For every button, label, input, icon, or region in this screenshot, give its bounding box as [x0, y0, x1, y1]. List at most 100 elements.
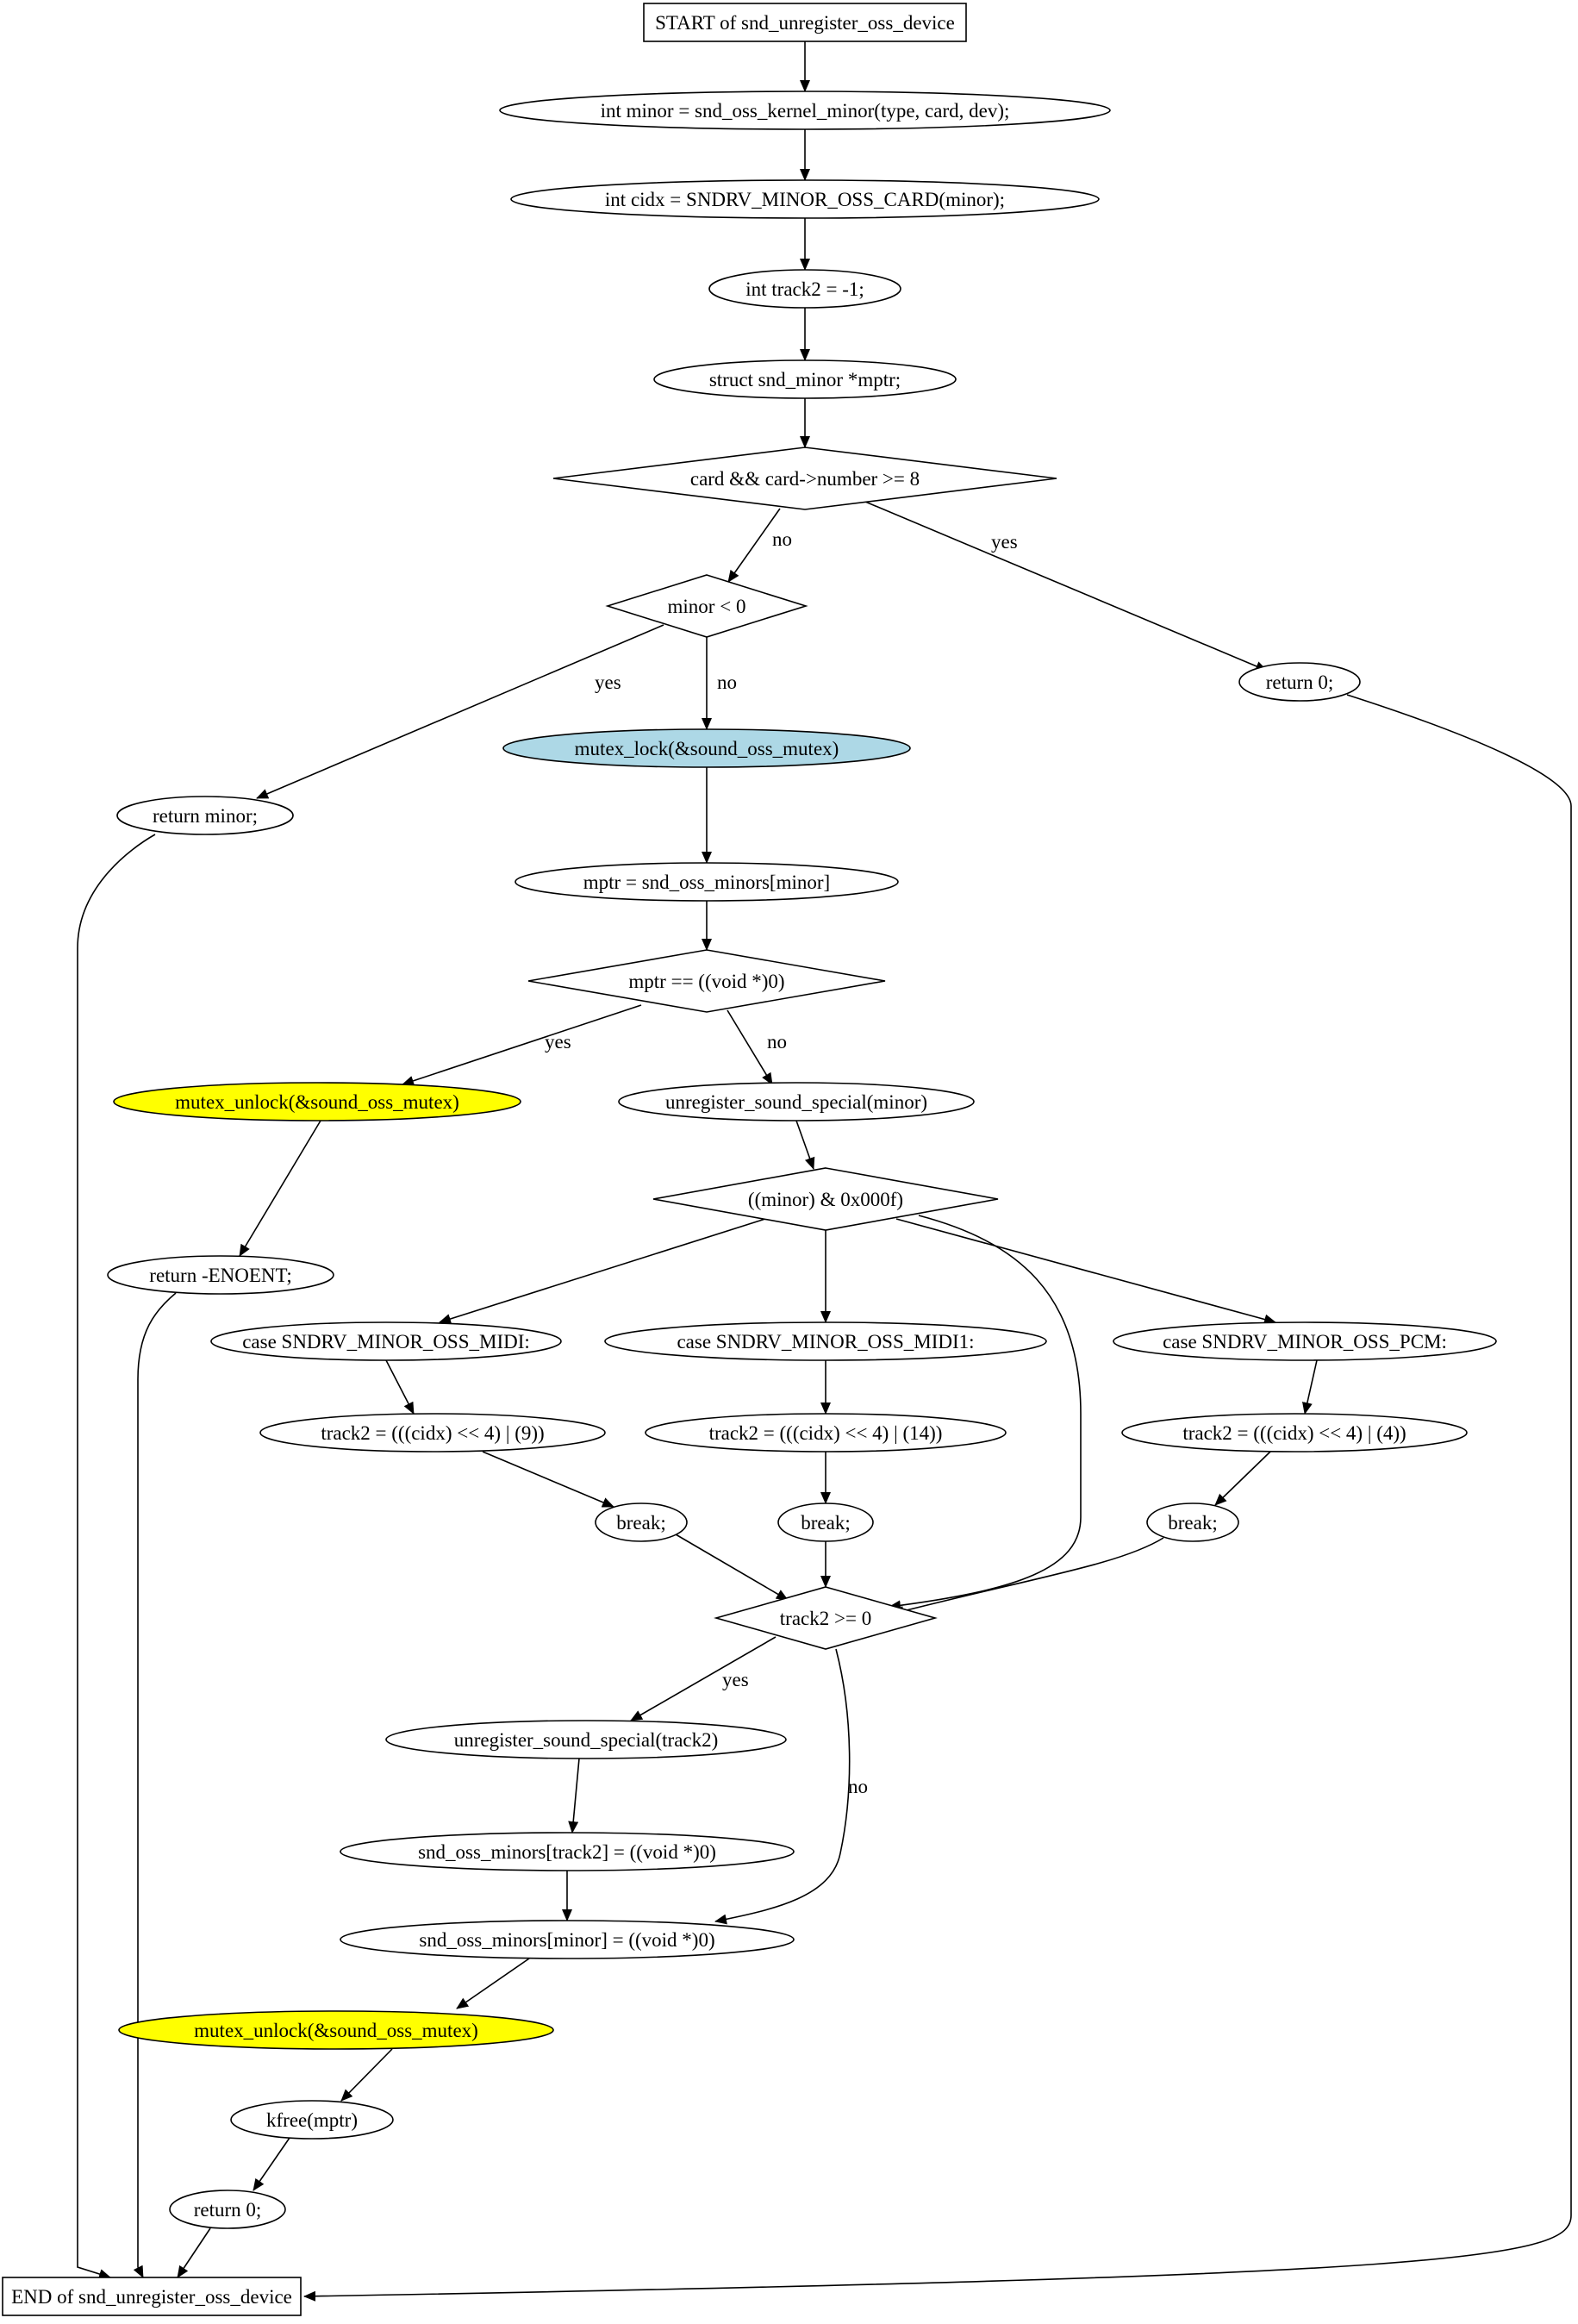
- node-diamond-mptr-void-0: mptr == ((void *)0): [527, 949, 886, 1013]
- ellipse-shape: [499, 91, 1111, 130]
- edge-label-no: no: [848, 1776, 868, 1797]
- node-ellipse-case-sndrv-minor-oss-pcm: case SNDRV_MINOR_OSS_PCM:: [1113, 1321, 1497, 1361]
- node-ellipse-break: break;: [777, 1502, 874, 1542]
- edge-label-no: no: [717, 672, 737, 693]
- diamond-shape: [527, 949, 886, 1013]
- edge-n7-to-unl2: [456, 1958, 530, 2009]
- node-ellipse-case-sndrv-minor-oss-midi1: case SNDRV_MINOR_OSS_MIDI1:: [604, 1321, 1047, 1361]
- node-ellipse-mutex-lock-sound-oss-mutex: mutex_lock(&sound_oss_mutex): [502, 728, 911, 768]
- node-label: unregister_sound_special(track2): [454, 1729, 719, 1751]
- edge-d4-to-c3: [895, 1218, 1276, 1325]
- node-ellipse-unregister-sound-special-track2: unregister_sound_special(track2): [385, 1720, 787, 1759]
- edge-r0b-to-end: [177, 2227, 211, 2278]
- edge-label-no: no: [767, 1031, 787, 1053]
- ellipse-shape: [340, 1920, 795, 1959]
- node-ellipse-unregister-sound-special-minor: unregister_sound_special(minor): [618, 1082, 975, 1121]
- edge-c1-to-t1: [385, 1359, 415, 1415]
- node-ellipse-struct-snd-minor-mptr: struct snd_minor *mptr;: [653, 359, 957, 399]
- ellipse-shape: [510, 179, 1100, 219]
- node-label: minor < 0: [668, 596, 746, 617]
- node-ellipse-break: break;: [595, 1502, 688, 1542]
- edge-d1-to-d2: [727, 508, 781, 583]
- node-ellipse-snd-oss-minors-minor-void-0: snd_oss_minors[minor] = ((void *)0): [340, 1920, 795, 1959]
- edge-label-yes: yes: [722, 1669, 749, 1690]
- node-ellipse-mptr-snd-oss-minors-minor: mptr = snd_oss_minors[minor]: [515, 862, 899, 902]
- node-ellipse-return-minor: return minor;: [116, 796, 294, 835]
- diamond-shape: [652, 1167, 999, 1231]
- ellipse-shape: [1146, 1502, 1239, 1542]
- node-label: mptr = snd_oss_minors[minor]: [583, 872, 830, 893]
- ellipse-shape: [385, 1720, 787, 1759]
- edge-unreg2-to-n6: [568, 1758, 580, 1834]
- node-label: break;: [616, 1512, 665, 1534]
- node-label: track2 = (((cidx) << 4) | (14)): [709, 1422, 943, 1444]
- ellipse-shape: [595, 1502, 688, 1542]
- edge-t3-to-b3: [1214, 1451, 1271, 1506]
- ellipse-shape: [1113, 1321, 1497, 1361]
- ellipse-shape: [169, 2190, 286, 2229]
- edge-unreg1-to-d4: [795, 1120, 815, 1170]
- node-label: snd_oss_minors[minor] = ((void *)0): [419, 1929, 714, 1951]
- node-label: int minor = snd_oss_kernel_minor(type, c…: [601, 100, 1010, 122]
- node-diamond-minor-0: minor < 0: [605, 574, 808, 638]
- edge-b1-to-d5: [675, 1534, 789, 1601]
- node-label: track2 = (((cidx) << 4) | (4)): [1182, 1422, 1406, 1444]
- diamond-shape: [552, 447, 1057, 510]
- node-label: struct snd_minor *mptr;: [709, 369, 901, 390]
- node-ellipse-break: break;: [1146, 1502, 1239, 1542]
- node-ellipse-return-enoent: return -ENOENT;: [107, 1255, 334, 1295]
- node-label: int cidx = SNDRV_MINOR_OSS_CARD(minor);: [605, 189, 1005, 210]
- edge-d3-to-unreg1: [727, 1009, 773, 1085]
- node-ellipse-snd-oss-minors-track2-void-0: snd_oss_minors[track2] = ((void *)0): [340, 1832, 795, 1871]
- edge-unl1-to-renoent: [239, 1120, 321, 1257]
- node-ellipse-track2-cidx-4-14: track2 = (((cidx) << 4) | (14)): [645, 1413, 1007, 1452]
- node-diamond-minor-0x000f: ((minor) & 0x000f): [652, 1167, 999, 1231]
- edge-b3-to-d5: [892, 1537, 1164, 1616]
- node-label: card && card->number >= 8: [690, 468, 920, 490]
- node-label: mutex_unlock(&sound_oss_mutex): [175, 1091, 459, 1113]
- node-label: START of snd_unregister_oss_device: [655, 12, 955, 34]
- node-label: snd_oss_minors[track2] = ((void *)0): [418, 1841, 716, 1863]
- box-shape: [643, 3, 967, 42]
- ellipse-shape: [618, 1082, 975, 1121]
- node-label: mutex_lock(&sound_oss_mutex): [575, 738, 839, 759]
- edge-unl2-to-kfree: [340, 2048, 393, 2102]
- ellipse-shape: [118, 2010, 554, 2050]
- node-label: kfree(mptr): [266, 2109, 358, 2131]
- node-ellipse-int-cidx-sndrv-minor-oss-card-minor: int cidx = SNDRV_MINOR_OSS_CARD(minor);: [510, 179, 1100, 219]
- node-ellipse-mutex-unlock-sound-oss-mutex: mutex_unlock(&sound_oss_mutex): [118, 2010, 554, 2050]
- ellipse-shape: [645, 1413, 1007, 1452]
- node-label: return -ENOENT;: [149, 1265, 291, 1286]
- node-label: case SNDRV_MINOR_OSS_MIDI:: [242, 1331, 530, 1353]
- ellipse-shape: [1238, 662, 1361, 702]
- edge-d4-to-d5: [889, 1215, 1082, 1611]
- node-box-end-of-snd-unregister-oss-device: END of snd_unregister_oss_device: [2, 2277, 302, 2316]
- ellipse-shape: [340, 1832, 795, 1871]
- ellipse-shape: [210, 1321, 562, 1361]
- node-label: break;: [801, 1512, 850, 1534]
- node-label: return 0;: [1266, 672, 1334, 693]
- edge-d4-to-c1: [439, 1218, 766, 1324]
- ellipse-shape: [259, 1413, 606, 1452]
- node-label: return 0;: [194, 2199, 262, 2221]
- ellipse-shape: [515, 862, 899, 902]
- edge-d1-to-r0a: [864, 501, 1268, 672]
- node-ellipse-track2-cidx-4-4: track2 = (((cidx) << 4) | (4)): [1121, 1413, 1468, 1452]
- node-diamond-card-card-number-8: card && card->number >= 8: [552, 447, 1057, 510]
- edge-label-yes: yes: [991, 531, 1018, 553]
- diamond-shape: [605, 574, 808, 638]
- node-label: break;: [1168, 1512, 1217, 1534]
- edge-d5-to-unreg2: [630, 1636, 777, 1721]
- edge-renoent-to-end: [133, 1292, 177, 2278]
- node-label: ((minor) & 0x000f): [748, 1189, 903, 1210]
- edge-c3-to-t3: [1302, 1359, 1318, 1415]
- node-label: mutex_unlock(&sound_oss_mutex): [194, 2020, 478, 2041]
- edge-label-no: no: [772, 528, 792, 550]
- node-diamond-track2-0: track2 >= 0: [714, 1586, 938, 1650]
- ellipse-shape: [113, 1082, 521, 1121]
- node-label: int track2 = -1;: [745, 278, 864, 300]
- node-ellipse-int-minor-snd-oss-kernel-minor-type-card: int minor = snd_oss_kernel_minor(type, c…: [499, 91, 1111, 130]
- node-ellipse-return-0: return 0;: [169, 2190, 286, 2229]
- ellipse-shape: [1121, 1413, 1468, 1452]
